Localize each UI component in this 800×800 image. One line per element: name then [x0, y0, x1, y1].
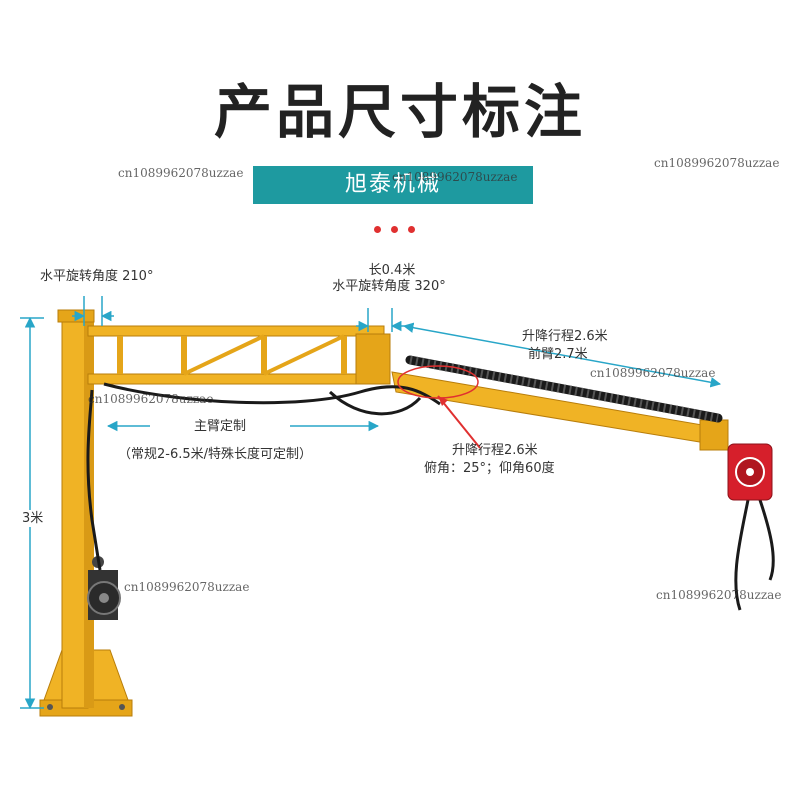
main-arm — [87, 325, 391, 385]
page-title: 产品尺寸标注 — [213, 78, 586, 146]
joint-length-label: 长0.4米 — [368, 263, 416, 278]
main-arm-note: （常规2-6.5米/特殊长度可定制） — [118, 447, 313, 462]
height-label: 3米 — [22, 510, 44, 527]
brand-banner: 旭泰机械 — [253, 166, 533, 204]
fore-arm — [391, 371, 729, 451]
watermark: cn1089962078uzzae — [124, 580, 250, 594]
hoist — [727, 443, 773, 501]
watermark: cn1089962078uzzae — [590, 366, 716, 380]
main-arm-label: 主臂定制 — [150, 418, 290, 435]
cables — [86, 382, 775, 611]
decor-dot — [374, 226, 381, 233]
wire-feeder — [87, 556, 121, 620]
watermark: cn1089962078uzzae — [656, 588, 782, 602]
decor-dot — [391, 226, 398, 233]
watermark: cn1089962078uzzae — [392, 170, 518, 184]
base-rotation-label: 水平旋转角度 210° — [40, 269, 154, 284]
lift-travel-label: 升降行程2.6米 — [452, 443, 538, 458]
decor-dot — [408, 226, 415, 233]
joint-rotation-label: 水平旋转角度 320° — [332, 279, 446, 294]
fore-arm-length-label: 前臂2.7米 — [528, 347, 588, 362]
watermark: cn1089962078uzzae — [654, 156, 780, 170]
watermark: cn1089962078uzzae — [88, 392, 214, 406]
fore-lift-travel-label: 升降行程2.6米 — [522, 329, 608, 344]
watermark: cn1089962078uzzae — [118, 166, 244, 180]
pitch-angle-label: 俯角：25°；仰角60度 — [424, 461, 555, 476]
column — [57, 309, 95, 709]
pointer-arrow — [437, 395, 481, 449]
